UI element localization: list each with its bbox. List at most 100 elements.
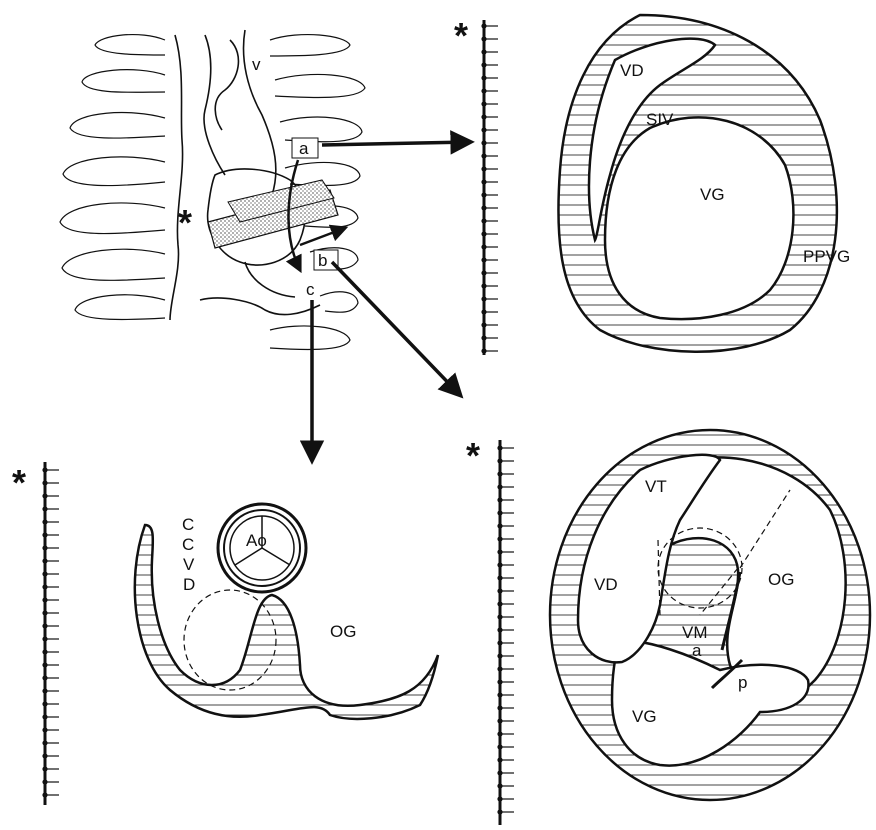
scale-dot [482,323,486,327]
scale-dot [482,297,486,301]
scale-dot [482,336,486,340]
scale-dot [498,693,502,697]
scale-dot [43,702,47,706]
scale-dot [482,102,486,106]
plane-b-label: b [318,251,327,270]
chest-marker: * [178,202,192,243]
scale-dot [43,767,47,771]
scale-dot [482,128,486,132]
arrow-to-panel-b [332,262,460,395]
scale-dot [43,637,47,641]
panel-c-og: OG [330,622,356,641]
scale-dot [482,37,486,41]
scale-dot [482,24,486,28]
left-ribs [60,35,165,320]
chest-sketch [60,30,365,350]
panel-a-heart [558,15,836,352]
scale-dot [498,758,502,762]
scale-dot [498,459,502,463]
panel-c-c1: C [182,515,194,534]
scale-dot [43,689,47,693]
scale-dot [498,745,502,749]
scale-dot [498,810,502,814]
panel-a-siv: SIV [646,110,674,129]
panel-c-c2: C [182,535,194,554]
scale-dot [482,284,486,288]
panel-a-vd: VD [620,61,644,80]
scale-dot [498,472,502,476]
scale-dot [482,180,486,184]
scale-dot [498,602,502,606]
scale-dot [498,446,502,450]
scale-dot [498,498,502,502]
scale-dot [498,563,502,567]
scale-dot [43,520,47,524]
vessel-label: v [252,55,261,74]
scale-dot [498,784,502,788]
panel-b-heart [550,430,870,800]
scale-dot [43,663,47,667]
scale-dot [43,650,47,654]
scale-dot [43,585,47,589]
scale-dot [498,511,502,515]
scale-dot [498,797,502,801]
panel-c-v: V [183,555,195,574]
scale-dot [43,741,47,745]
scale-dot [498,706,502,710]
scale-dot [498,576,502,580]
scale-dot [43,572,47,576]
panel-c-heart [135,504,438,719]
panel-b-a: a [692,641,702,660]
panel-a-scale [482,20,498,355]
plane-a-label: a [299,139,309,158]
scale-dot [498,589,502,593]
panel-c-ao: Ao [246,531,267,550]
scale-dot [43,624,47,628]
scale-dot [482,141,486,145]
scale-dot [482,76,486,80]
panel-c-d: D [183,575,195,594]
scale-dot [498,485,502,489]
arrow-to-panel-a [322,142,470,145]
mediastinum [170,30,320,320]
scale-dot [498,732,502,736]
panel-b-marker: * [466,435,480,476]
scale-dot [43,468,47,472]
scale-dot [498,524,502,528]
scale-dot [43,676,47,680]
scale-dot [482,167,486,171]
scale-dot [498,654,502,658]
scale-dot [43,793,47,797]
scale-dot [498,641,502,645]
scale-dot [43,507,47,511]
scale-dot [482,310,486,314]
scale-dot [482,232,486,236]
scale-dot [498,628,502,632]
panel-b-vt: VT [645,477,667,496]
panel-b-vm: VM [682,623,708,642]
scale-dot [482,154,486,158]
scale-dot [498,667,502,671]
scale-dot [482,63,486,67]
scale-dot [43,780,47,784]
scale-dot [498,537,502,541]
scale-dot [482,271,486,275]
panel-b-p: p [738,673,747,692]
scale-dot [482,89,486,93]
scale-dot [482,193,486,197]
panel-c-scale [43,462,59,805]
panel-b-vd: VD [594,575,618,594]
scale-dot [482,258,486,262]
scale-dot [498,771,502,775]
left-ventricle-cavity [605,117,793,319]
scale-dot [43,611,47,615]
panel-b-og: OG [768,570,794,589]
panel-b-vg: VG [632,707,657,726]
scale-dot [498,719,502,723]
panel-a-marker: * [454,15,468,56]
panel-a-ppvg: PPVG [803,247,850,266]
scale-dot [43,481,47,485]
scale-dot [43,715,47,719]
scale-dot [498,550,502,554]
